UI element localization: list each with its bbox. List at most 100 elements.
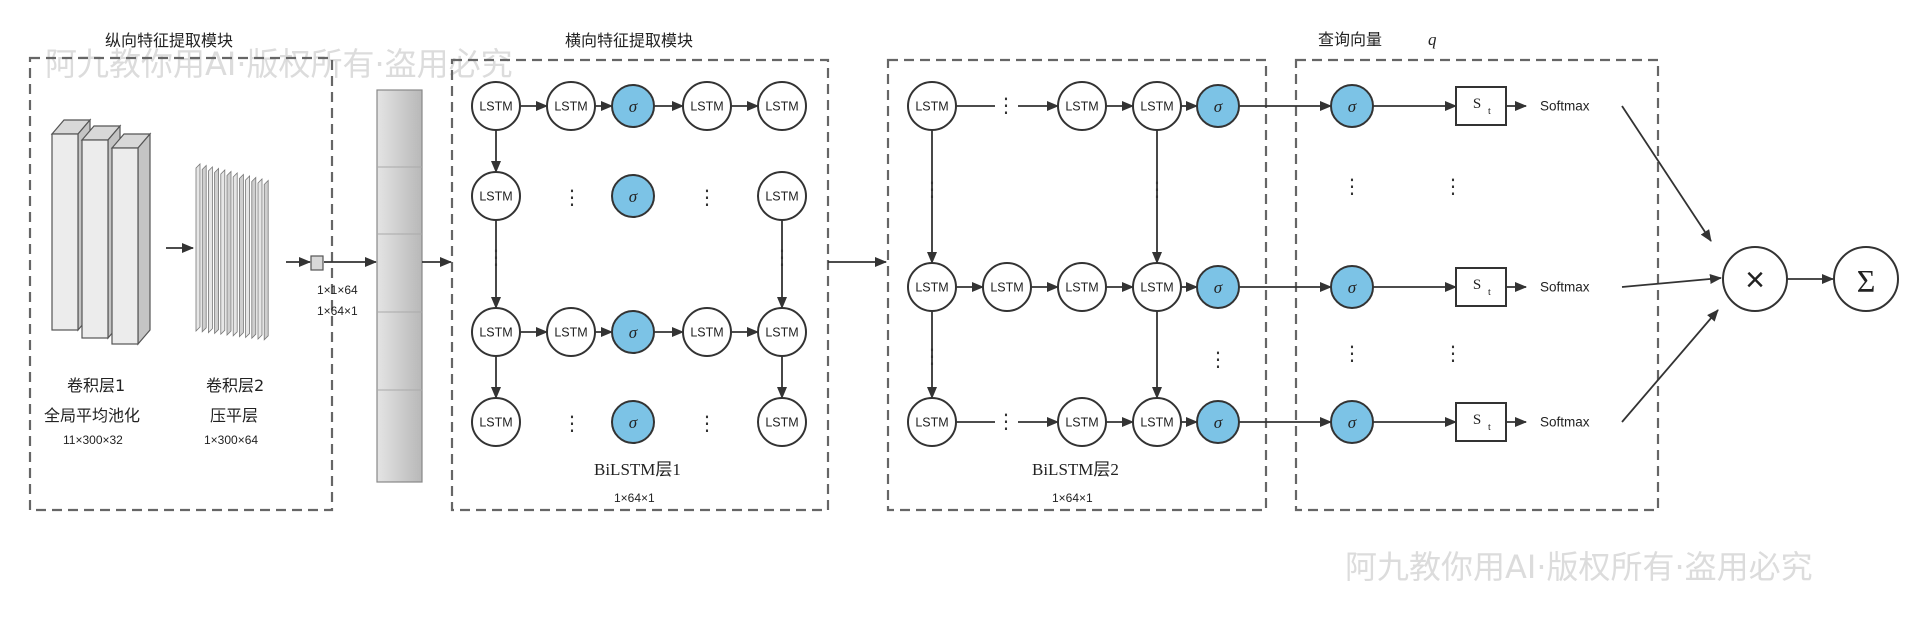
ellipsis-vertical: ⋮ bbox=[1208, 347, 1228, 371]
conv2-dim: 1×300×64 bbox=[204, 433, 258, 447]
sigma-node-label: σ bbox=[1214, 413, 1223, 432]
ellipsis-vertical: ⋮ bbox=[1342, 341, 1362, 365]
conv1-feature-maps bbox=[50, 118, 152, 346]
score-node-label: S bbox=[1473, 277, 1481, 293]
sigma-node: σ bbox=[611, 84, 655, 128]
lstm-node: LSTM bbox=[471, 81, 521, 131]
lstm-node: LSTM bbox=[546, 307, 596, 357]
conv2-feature-maps bbox=[195, 163, 269, 341]
lstm-node: LSTM bbox=[471, 171, 521, 221]
lstm-node-label: LSTM bbox=[765, 100, 798, 114]
sigma-node-label: σ bbox=[629, 323, 638, 342]
vertical-module-frame bbox=[28, 56, 334, 512]
lstm-node-label: LSTM bbox=[1140, 100, 1173, 114]
arrow-softmax2-to-multiply bbox=[1621, 274, 1722, 288]
ellipsis-vertical: ⋮ bbox=[772, 245, 792, 269]
ellipsis-vertical: ⋮ bbox=[1342, 174, 1362, 198]
query-frame bbox=[1294, 58, 1660, 512]
arrow-softmax1-to-multiply bbox=[1621, 105, 1712, 242]
column-segments bbox=[377, 166, 422, 391]
sigma-node-label: σ bbox=[1348, 97, 1357, 116]
ellipsis-vertical: ⋮ bbox=[562, 185, 582, 209]
lstm-node-label: LSTM bbox=[554, 326, 587, 340]
lstm-node: LSTM bbox=[682, 81, 732, 131]
lstm-node-label: LSTM bbox=[915, 281, 948, 295]
lstm-node: LSTM bbox=[1057, 262, 1107, 312]
conv2-slice bbox=[257, 178, 263, 340]
lstm-node-label: LSTM bbox=[554, 100, 587, 114]
score-node-subscript: t bbox=[1488, 422, 1491, 433]
edges bbox=[491, 101, 1722, 427]
ellipsis-vertical: ⋮ bbox=[697, 185, 717, 209]
sum-node bbox=[1833, 246, 1899, 312]
conv2-label: 卷积层2 bbox=[206, 376, 264, 395]
conv1-dim: 11×300×32 bbox=[63, 433, 123, 447]
lstm-node: LSTM bbox=[907, 262, 957, 312]
softmax-label: Softmax bbox=[1540, 280, 1590, 295]
watermark-top: 阿九教你用AI·版权所有·盗用必究 bbox=[45, 45, 513, 83]
lstm-node-label: LSTM bbox=[479, 416, 512, 430]
sigma-node: σ bbox=[1330, 265, 1374, 309]
lstm-node: LSTM bbox=[757, 171, 807, 221]
lstm-node-label: LSTM bbox=[765, 326, 798, 340]
sigma-node: σ bbox=[1330, 84, 1374, 128]
score-node-subscript: t bbox=[1488, 287, 1491, 298]
bilstm2-dim: 1×64×1 bbox=[1052, 491, 1093, 505]
reshaped-sequence-column bbox=[376, 89, 423, 483]
sigma-node-label: σ bbox=[629, 187, 638, 206]
sum-icon: Σ bbox=[1857, 263, 1876, 299]
flatten-label: 压平层 bbox=[210, 406, 258, 425]
lstm-node: LSTM bbox=[757, 397, 807, 447]
lstm-node: LSTM bbox=[907, 397, 957, 447]
ellipsis-vertical: ⋮ bbox=[486, 245, 506, 269]
watermark-bottom: 阿九教你用AI·版权所有·盗用必究 bbox=[1345, 548, 1813, 586]
lstm-node-label: LSTM bbox=[479, 190, 512, 204]
conv2-slice bbox=[251, 176, 257, 340]
softmax-label: Softmax bbox=[1540, 415, 1590, 430]
lstm-node: LSTM bbox=[682, 307, 732, 357]
score-node-label: S bbox=[1473, 96, 1481, 112]
lstm-node-label: LSTM bbox=[1140, 281, 1173, 295]
lstm-node: LSTM bbox=[757, 307, 807, 357]
sigma-node-label: σ bbox=[1214, 97, 1223, 116]
lstm-node-label: LSTM bbox=[1065, 416, 1098, 430]
ellipsis-vertical: ⋮ bbox=[996, 409, 1016, 433]
vertical-module-title: 纵向特征提取模块 bbox=[105, 31, 233, 50]
pooled-vector bbox=[310, 255, 324, 271]
ellipsis-vertical: ⋮ bbox=[697, 411, 717, 435]
lstm-node-label: LSTM bbox=[765, 416, 798, 430]
bilstm1-label: BiLSTM层1 bbox=[594, 460, 681, 479]
lstm-node-label: LSTM bbox=[990, 281, 1023, 295]
ellipsis-vertical: ⋮ bbox=[562, 411, 582, 435]
conv2-slice bbox=[220, 169, 226, 336]
conv2-slice bbox=[263, 179, 269, 341]
sigma-node: σ bbox=[1196, 84, 1240, 128]
lstm-node-label: LSTM bbox=[690, 100, 723, 114]
lstm-node-label: LSTM bbox=[915, 416, 948, 430]
conv1-label: 卷积层1 bbox=[67, 376, 125, 395]
sigma-node: σ bbox=[1196, 265, 1240, 309]
reshape-dim-b: 1×64×1 bbox=[317, 304, 358, 318]
sigma-node-label: σ bbox=[1214, 278, 1223, 297]
lstm-node-label: LSTM bbox=[1065, 281, 1098, 295]
lstm-node: LSTM bbox=[982, 262, 1032, 312]
ellipses: ⋮⋮⋮⋮⋮⋮⋮⋮⋮⋮⋮⋮⋮⋮⋮⋮ bbox=[486, 93, 1463, 435]
lstm-node-label: LSTM bbox=[1065, 100, 1098, 114]
lstm-node: LSTM bbox=[1132, 397, 1182, 447]
ellipsis-vertical: ⋮ bbox=[1443, 341, 1463, 365]
lstm-node-label: LSTM bbox=[479, 100, 512, 114]
ellipsis-vertical: ⋮ bbox=[1443, 174, 1463, 198]
lstm-node: LSTM bbox=[471, 397, 521, 447]
conv2-slice bbox=[238, 173, 244, 338]
query-vector-title: 查询向量 bbox=[1318, 30, 1382, 49]
lstm-node: LSTM bbox=[1057, 81, 1107, 131]
conv2-slice bbox=[232, 172, 238, 337]
sigma-node: σ bbox=[611, 310, 655, 354]
bilstm1-frame bbox=[450, 58, 830, 512]
bilstm2-frame bbox=[886, 58, 1268, 512]
horizontal-module-title: 横向特征提取模块 bbox=[565, 31, 693, 50]
softmax-label: Softmax bbox=[1540, 99, 1590, 114]
